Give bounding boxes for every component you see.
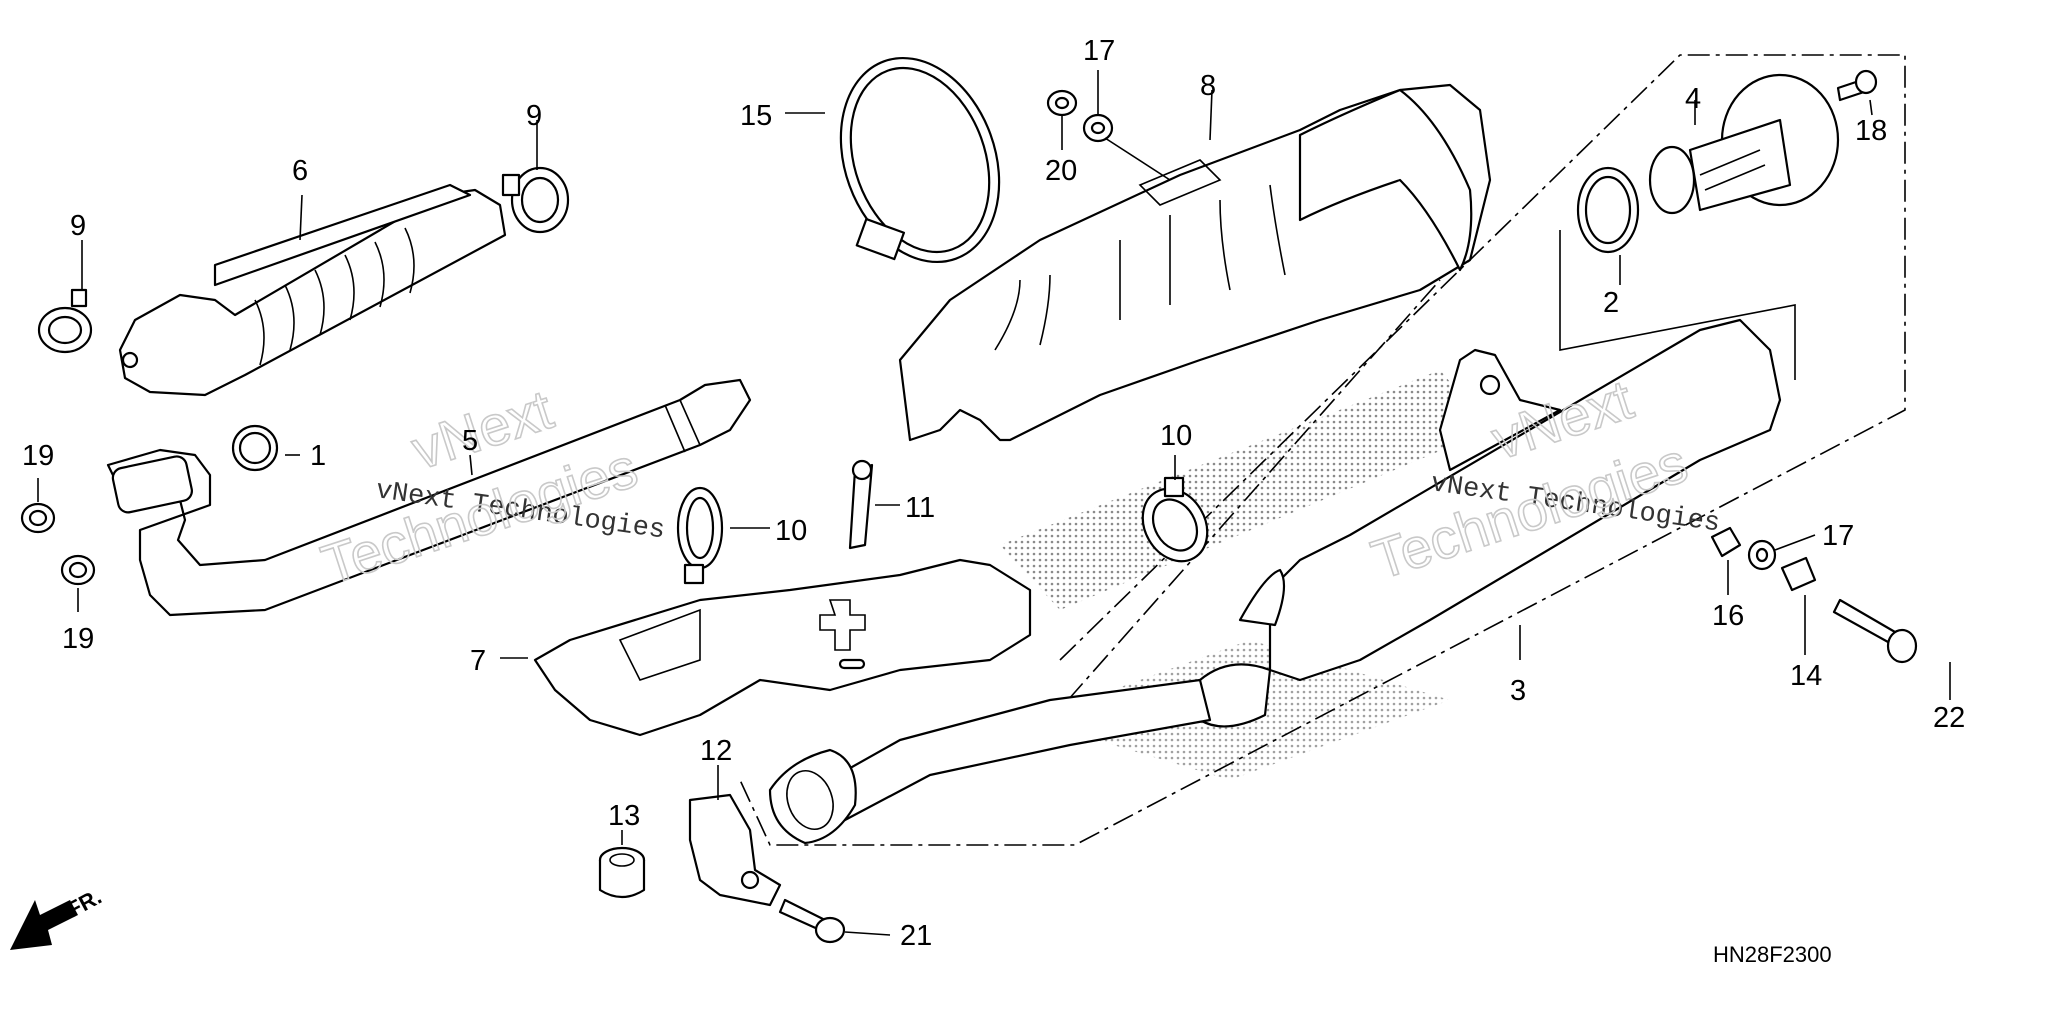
tapping-screw — [1836, 69, 1878, 102]
exhaust-pipe-protector — [118, 183, 507, 397]
spark-arrester — [1648, 73, 1840, 215]
label-16: 16 — [1712, 600, 1744, 632]
band-clamp-middle — [676, 486, 724, 585]
grommet — [598, 846, 646, 899]
label-11: 11 — [905, 492, 935, 524]
label-8: 8 — [1200, 70, 1216, 102]
nut-lower — [60, 554, 96, 586]
band-clamp-right — [1141, 476, 1209, 563]
label-13: 13 — [608, 800, 640, 832]
muffler-protector — [898, 83, 1492, 442]
label-19-upper: 19 — [22, 440, 54, 472]
part-numbers: 1 2 3 4 5 6 7 8 9 9 10 10 11 12 13 14 15… — [22, 35, 1965, 952]
label-3: 3 — [1510, 675, 1526, 707]
muffler — [768, 318, 1782, 845]
washer-right — [1780, 556, 1817, 592]
flange-bolt-lower — [778, 898, 846, 944]
label-9-right: 9 — [526, 100, 542, 132]
label-19-lower: 19 — [62, 623, 94, 655]
label-17-right: 17 — [1822, 520, 1854, 552]
protector-band — [839, 56, 1001, 264]
label-17-top: 17 — [1083, 35, 1115, 67]
label-4: 4 — [1685, 83, 1701, 115]
assembly-outline — [739, 54, 1906, 846]
flange-bolt-right — [1832, 598, 1918, 664]
exhaust-pipe — [106, 378, 752, 617]
band-clamp-upper-left — [37, 288, 93, 354]
front-direction-arrow: FR. — [10, 884, 106, 950]
stay-bracket — [848, 459, 874, 550]
label-10-middle: 10 — [775, 515, 807, 547]
nut-upper — [20, 502, 56, 534]
collar — [1710, 526, 1742, 558]
diagram-code: HN28F2300 — [1713, 942, 1832, 967]
leader-lines — [37, 70, 1951, 936]
nut-top — [1082, 113, 1114, 143]
label-12: 12 — [700, 735, 732, 767]
label-1: 1 — [310, 440, 326, 472]
label-5: 5 — [462, 425, 478, 457]
label-15: 15 — [740, 100, 772, 132]
label-7: 7 — [470, 645, 486, 677]
label-21: 21 — [900, 920, 932, 952]
label-18: 18 — [1855, 115, 1887, 147]
band-clamp-upper-right — [501, 166, 570, 234]
label-20: 20 — [1045, 155, 1077, 187]
watermark-left: vNext vNext Technologies Technologies — [313, 376, 666, 597]
label-22: 22 — [1933, 702, 1965, 734]
label-14: 14 — [1790, 660, 1822, 692]
exhaust-gasket — [231, 424, 279, 472]
muffler-stay — [688, 793, 782, 907]
label-2: 2 — [1603, 287, 1619, 319]
label-9-left: 9 — [70, 210, 86, 242]
label-10-right: 10 — [1160, 420, 1192, 452]
washer — [1046, 89, 1078, 117]
label-6: 6 — [292, 155, 308, 187]
gasket-ring — [1576, 166, 1640, 254]
nut-right — [1747, 539, 1777, 571]
lower-pipe-protector — [533, 558, 1032, 737]
